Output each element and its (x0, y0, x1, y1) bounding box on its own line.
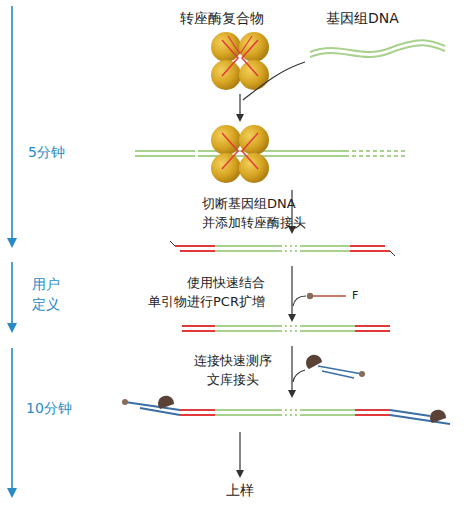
pcr-arrow (292, 266, 306, 318)
tagmented-fragment (170, 241, 395, 256)
component-label: 基因组DNA (326, 8, 399, 28)
step-label: 上样 (226, 480, 254, 500)
bound-complex (135, 125, 405, 183)
load-arrow (239, 432, 240, 474)
primer (307, 293, 346, 299)
sequencing-adapter (306, 355, 365, 378)
motor-protein (122, 396, 446, 423)
merge-arrow (240, 62, 305, 118)
step-label: 切断基因组DNA 并添加转座酶接头 (202, 195, 306, 233)
ligation-arrow (292, 346, 305, 394)
primer-label: F (352, 288, 358, 304)
time-label: 10分钟 (26, 398, 72, 418)
time-label: 用户 定义 (32, 274, 60, 315)
step-label: 连接快速测序 文库接头 (194, 352, 272, 390)
component-label: 转座酶复合物 (180, 8, 264, 28)
amplified-fragment (182, 326, 390, 331)
genomic-dna (310, 40, 445, 57)
transposase-complex (211, 32, 269, 90)
step-label: 使用快速结合 单引物进行PCR扩增 (148, 274, 265, 312)
library-fragment (125, 402, 450, 424)
timeline-arrows (11, 6, 13, 493)
time-label: 5分钟 (28, 142, 65, 162)
